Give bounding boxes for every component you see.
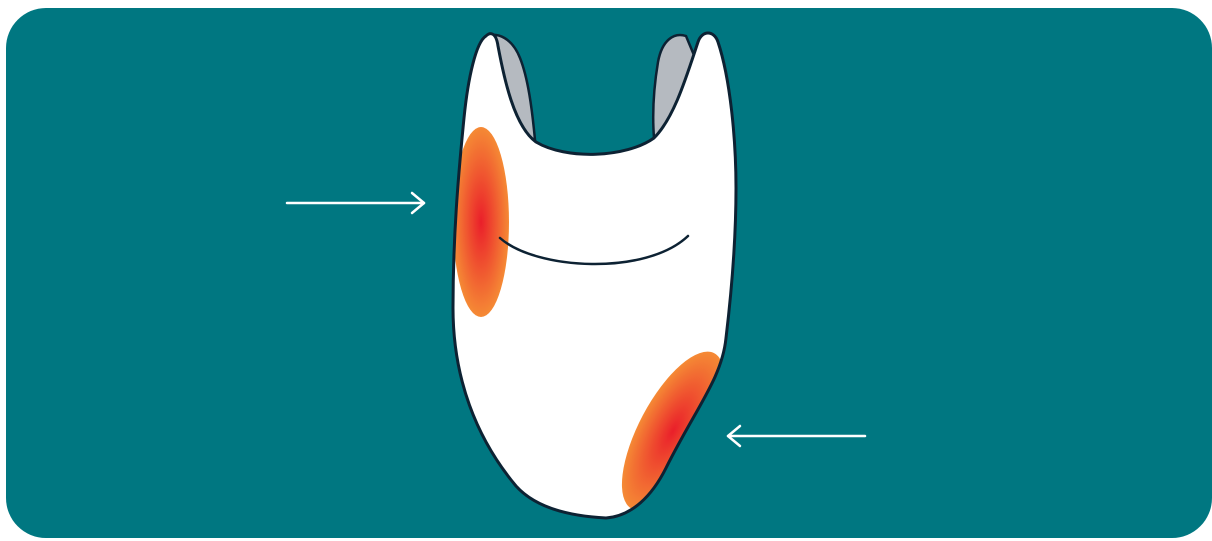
illustration-panel — [6, 8, 1212, 538]
swimsuit-illustration — [6, 8, 1212, 538]
